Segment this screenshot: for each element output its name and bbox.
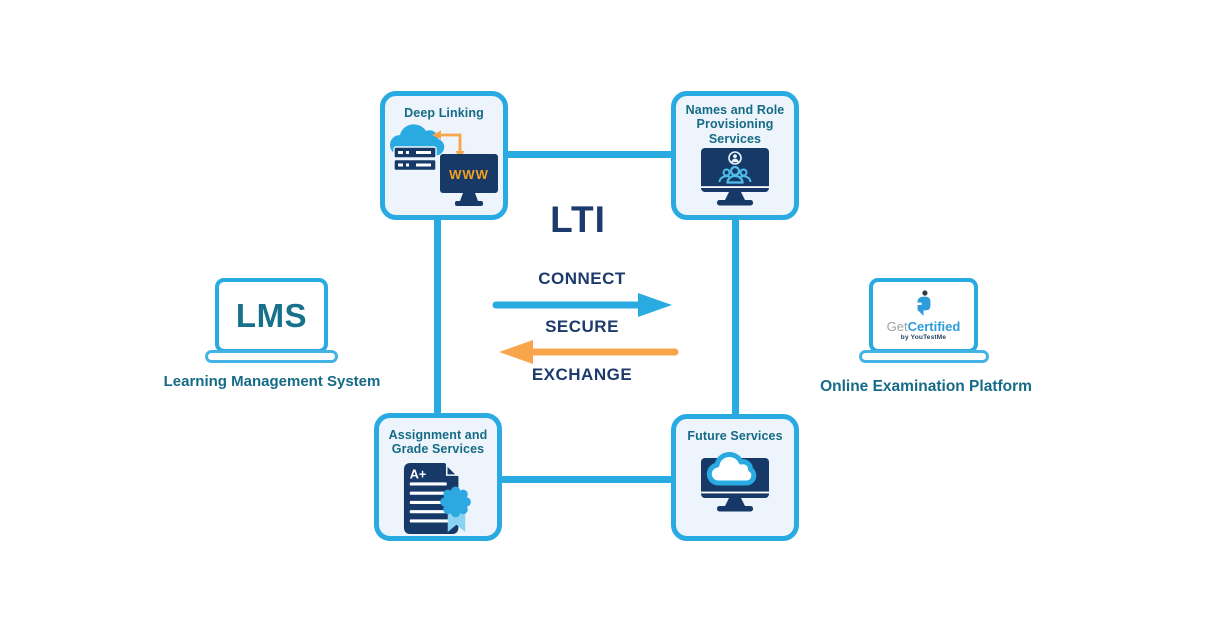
www-text: WWW bbox=[449, 167, 489, 182]
connector-left bbox=[434, 217, 441, 415]
connector-right bbox=[732, 217, 739, 416]
service-box-future-services: Future Services bbox=[671, 414, 799, 541]
graded-document-badge-icon: A+ bbox=[403, 462, 471, 534]
logo-byline: by YouTestMe bbox=[900, 334, 947, 341]
platform-caption: Online Examination Platform bbox=[820, 378, 1032, 395]
cloud-server-www-monitor-icon: WWW bbox=[390, 124, 498, 207]
lms-laptop-base bbox=[205, 350, 338, 363]
logo-get-text: Get bbox=[886, 319, 908, 334]
service-box-deep-linking: Deep Linking WWW bbox=[380, 91, 508, 220]
lms-label: LMS bbox=[235, 296, 308, 334]
logo-certified-text: Certified bbox=[907, 319, 961, 334]
lms-caption: Learning Management System bbox=[163, 373, 381, 390]
keyword-secure: SECURE bbox=[545, 317, 619, 336]
service-box-assignment-grade: Assignment and Grade Services A+ bbox=[374, 413, 502, 541]
service-label: Assignment and Grade Services bbox=[388, 428, 488, 457]
grade-text: A+ bbox=[410, 467, 427, 481]
monitor-cloud-icon bbox=[701, 452, 769, 512]
service-box-names-role: Names and Role Provisioning Services bbox=[671, 91, 799, 220]
arrow-left-icon bbox=[499, 340, 679, 364]
connector-bottom bbox=[500, 476, 673, 483]
keyword-connect: CONNECT bbox=[538, 269, 626, 288]
service-label: Deep Linking bbox=[404, 106, 484, 120]
getcertified-logo-icon bbox=[917, 290, 930, 316]
keyword-exchange: EXCHANGE bbox=[531, 365, 633, 384]
lms-laptop-screen: LMS bbox=[215, 278, 328, 353]
monitor-user-group-icon bbox=[701, 147, 769, 206]
connector-top bbox=[506, 151, 673, 158]
service-label: Future Services bbox=[687, 429, 783, 443]
arrow-right-icon bbox=[492, 293, 672, 317]
service-label: Names and Role Provisioning Services bbox=[685, 103, 785, 146]
diagram-title: LTI bbox=[550, 199, 606, 240]
platform-laptop-base bbox=[859, 350, 989, 363]
